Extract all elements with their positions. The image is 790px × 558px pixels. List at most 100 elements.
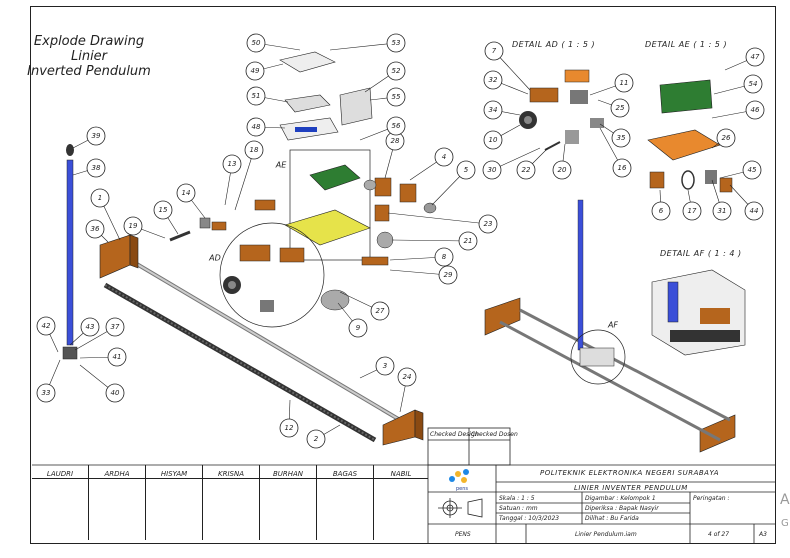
callout-balloon: 30 (482, 147, 541, 180)
callout-circle (610, 98, 630, 118)
callout-circle (745, 47, 765, 67)
callout-number: 51 (252, 92, 261, 100)
callout-balloon: 23 (387, 212, 498, 234)
callout-balloon: 22 (516, 147, 549, 180)
team-name: ARDHA (89, 465, 145, 479)
callout-circle (484, 41, 504, 61)
callout-circle (107, 347, 127, 367)
callout-number: 12 (285, 424, 294, 432)
callout-circle (370, 301, 390, 321)
callout-balloon: 47 (724, 47, 765, 71)
callout-number: 36 (91, 225, 100, 233)
callout-number: 23 (484, 220, 493, 228)
sheet-number: 4 of 27 (708, 531, 730, 538)
detail-ad-view (519, 69, 604, 151)
callout-balloon: 39 (72, 126, 106, 149)
callout-number: 13 (228, 160, 237, 168)
callout-number: 47 (751, 53, 760, 61)
callout-balloon: 37 (74, 317, 125, 351)
callout-circle (744, 201, 764, 221)
projection-symbol-icon (438, 498, 483, 518)
bottom-rails (103, 258, 402, 443)
callout-circle (682, 201, 702, 221)
team-name: KRISNA (203, 465, 259, 479)
callout-number: 9 (356, 324, 361, 332)
callout-circle (36, 383, 56, 403)
callout-circle (86, 126, 106, 146)
callout-circle (306, 429, 326, 449)
callout-number: 14 (182, 189, 191, 197)
file-name: Linier Pendulum.iam (575, 531, 637, 538)
drawn-by-text: Digambar : Kelompok 1 (585, 495, 656, 502)
callout-number: 10 (489, 136, 498, 144)
callout-number: 7 (492, 47, 497, 55)
callout-number: 52 (392, 67, 401, 75)
detail-ae-view (647, 79, 733, 193)
callout-balloon: 49 (245, 61, 284, 81)
callout-circle (386, 33, 406, 53)
pens-logo-icon: pens (449, 469, 469, 492)
callout-number: 19 (129, 222, 138, 230)
callout-number: 15 (159, 206, 168, 214)
callout-circle (222, 154, 242, 174)
checked-by-text: Diperiksa : Bapak Nasyir (585, 505, 659, 512)
callout-balloon: 25 (597, 98, 630, 118)
callout-number: 34 (489, 106, 498, 114)
callout-balloon: 15 (153, 200, 179, 235)
edge-glyph-g: G (781, 518, 789, 529)
callout-balloon: 26 (711, 128, 736, 149)
callout-balloon: 34 (483, 100, 521, 120)
callout-balloon: 2 (306, 424, 341, 449)
school-abbrev: PENS (455, 531, 471, 538)
warning-label: Peringatan : (693, 495, 730, 502)
callout-circle (245, 61, 265, 81)
callout-circle (90, 188, 110, 208)
callout-balloon: 17 (682, 189, 702, 221)
callout-number: 44 (750, 207, 759, 215)
callout-balloon: 44 (729, 184, 764, 221)
callout-number: 17 (688, 207, 697, 215)
callout-balloon: 35 (599, 123, 631, 148)
team-name: NABIL (374, 465, 428, 479)
view-marker-af: AF (607, 321, 618, 330)
team-name: BURHAN (260, 465, 316, 479)
callout-circle (80, 317, 100, 337)
callout-circle (105, 317, 125, 337)
callout-circle (246, 86, 266, 106)
pens-logo-text: pens (456, 486, 468, 492)
callout-number: 35 (617, 134, 626, 142)
callout-number: 4 (442, 153, 446, 161)
title-block-lines (32, 427, 776, 544)
callout-number: 49 (251, 67, 260, 75)
callout-circle (612, 158, 632, 178)
callout-balloon: 5 (431, 160, 476, 206)
callout-balloon: 18 (234, 140, 264, 211)
callout-number: 1 (98, 194, 102, 202)
callout-balloon: 1 (90, 188, 121, 241)
callout-number: 50 (252, 39, 261, 47)
callout-circle (153, 200, 173, 220)
callout-circle (552, 160, 572, 180)
callout-number: 27 (376, 307, 385, 315)
callout-number: 38 (92, 164, 101, 172)
callout-number: 40 (111, 389, 120, 397)
view-marker-ae: AE (275, 161, 287, 170)
paper-size: A3 (759, 531, 767, 538)
callout-circle (745, 100, 765, 120)
callout-number: 20 (558, 166, 567, 174)
callout-number: 6 (659, 207, 664, 215)
drawing-title-line-2: Inverted Pendulum (27, 64, 151, 79)
callout-circle (176, 183, 196, 203)
callout-number: 26 (722, 134, 731, 142)
callout-number: 30 (488, 166, 497, 174)
callout-circle (246, 33, 266, 53)
drawing-title-line-1: Explode Drawing Linier (33, 34, 145, 64)
callout-balloon: 32 (483, 70, 529, 95)
callout-circle (244, 140, 264, 160)
callout-balloon: 38 (72, 158, 106, 178)
end-blocks (99, 234, 424, 446)
team-name: LAUDRI (32, 465, 88, 479)
callout-balloon: 43 (69, 317, 100, 346)
callout-balloon: 41 (79, 347, 127, 367)
callout-circle (86, 158, 106, 178)
